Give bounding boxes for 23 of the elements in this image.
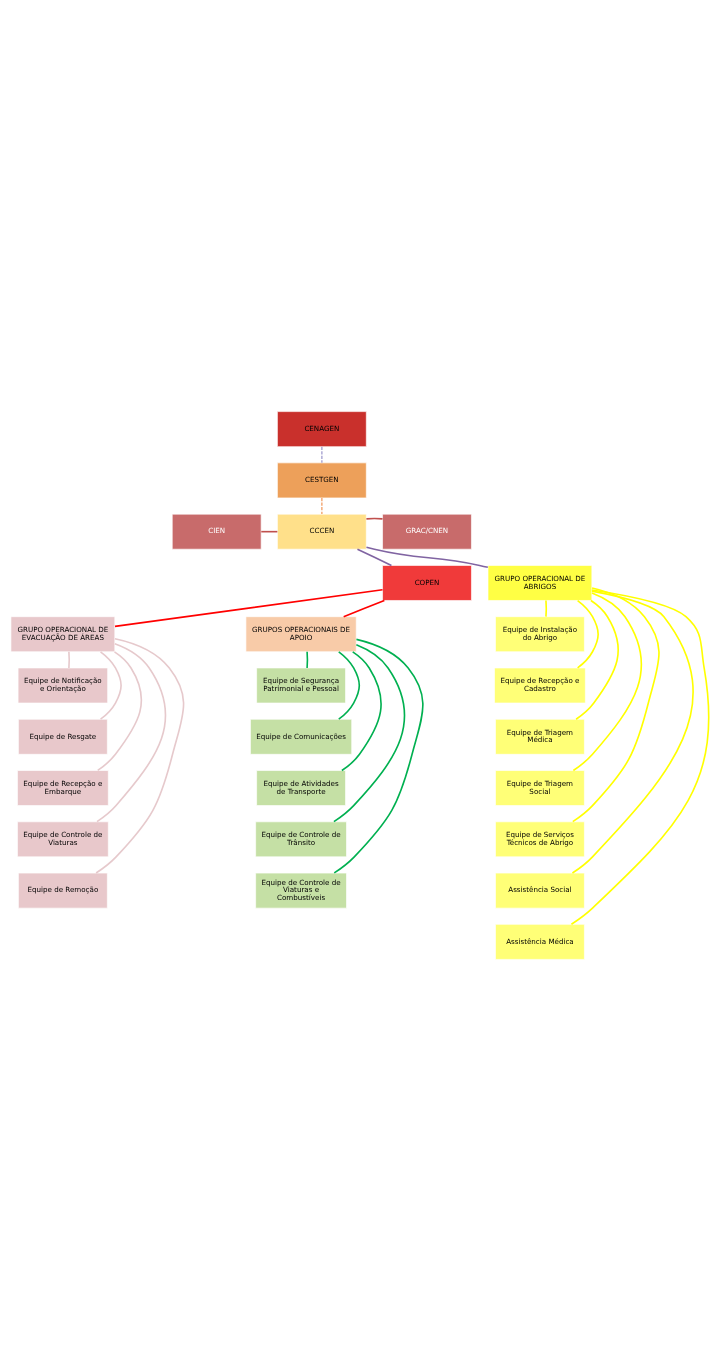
- connector: [356, 548, 393, 567]
- connector: [342, 599, 386, 618]
- connector: [321, 445, 323, 464]
- connector: [575, 599, 619, 721]
- connector: [96, 642, 167, 823]
- connector: [95, 637, 185, 874]
- connector: [341, 651, 382, 772]
- connector: [68, 651, 70, 669]
- connector: [96, 651, 143, 772]
- connector: [545, 599, 548, 618]
- connector: [306, 651, 309, 669]
- connector: [337, 651, 361, 720]
- connector: [114, 588, 384, 628]
- connector: [333, 638, 424, 874]
- connector: [572, 592, 643, 772]
- connector: [576, 599, 599, 669]
- connector: [365, 546, 489, 569]
- connector: [99, 651, 122, 720]
- connector: [333, 643, 406, 823]
- connector: [571, 587, 660, 823]
- connector: [321, 497, 323, 515]
- connector: [570, 589, 710, 926]
- connector: [571, 590, 694, 874]
